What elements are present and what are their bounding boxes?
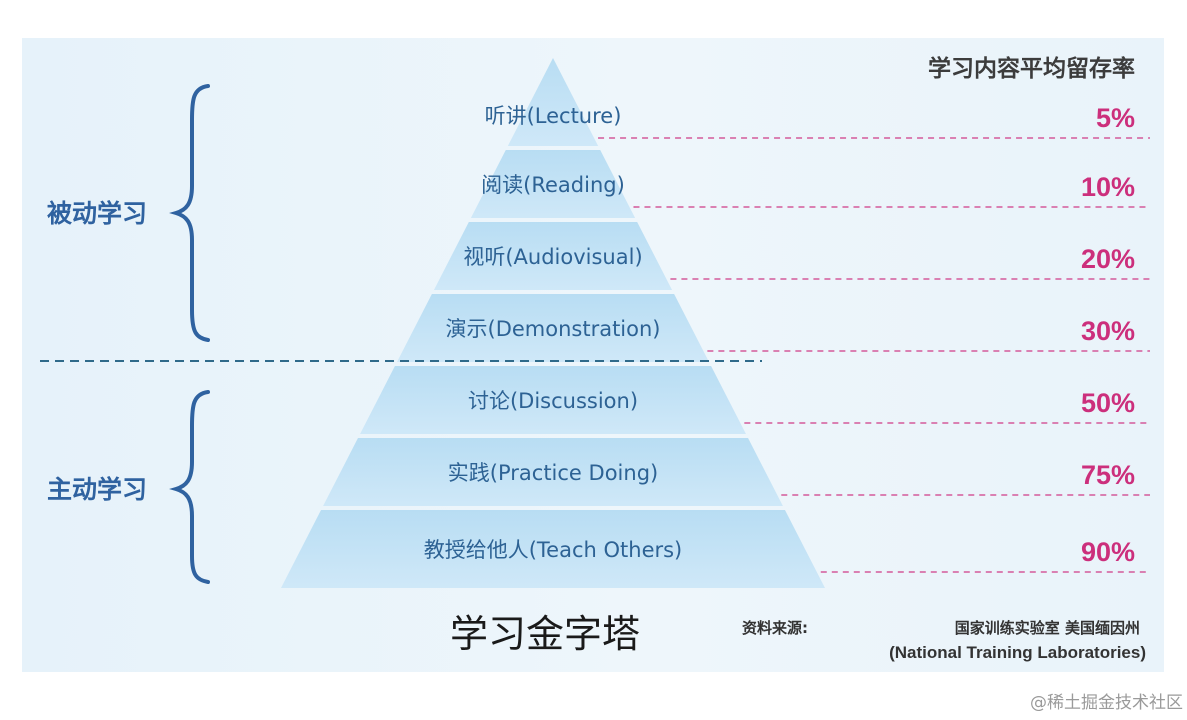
tier-label: 讨论(Discussion) — [468, 389, 638, 413]
retention-leader-lines: 5% 10% 20% 30% 50% 75% 90% — [598, 103, 1150, 573]
retention-rate: 90% — [1081, 537, 1135, 567]
retention-rate: 5% — [1096, 103, 1135, 133]
retention-rate: 75% — [1081, 460, 1135, 490]
retention-rate: 20% — [1081, 244, 1135, 274]
tier-label: 视听(Audiovisual) — [463, 245, 642, 269]
source-org-en: (National Training Laboratories) — [889, 643, 1146, 662]
tier-label: 实践(Practice Doing) — [448, 461, 658, 485]
retention-header: 学习内容平均留存率 — [928, 55, 1135, 82]
pyramid-title: 学习金字塔 — [450, 612, 640, 656]
source-org: 国家训练实验室 美国缅因州 — [955, 619, 1140, 637]
pyramid-tier — [281, 510, 825, 588]
active-brace — [169, 390, 210, 584]
pyramid-tier — [396, 294, 710, 362]
pyramid-tier — [470, 150, 636, 218]
pyramid-tier — [323, 438, 783, 506]
retention-rate: 30% — [1081, 316, 1135, 346]
pyramid-tier — [507, 58, 599, 146]
tier-label: 演示(Demonstration) — [446, 317, 661, 341]
source-prefix: 资料来源: — [742, 619, 808, 637]
tier-label: 阅读(Reading) — [481, 173, 625, 197]
pyramid-tier — [360, 366, 746, 434]
retention-rate: 10% — [1081, 172, 1135, 202]
watermark: @稀土掘金技术社区 — [1030, 693, 1183, 713]
tier-label: 教授给他人(Teach Others) — [424, 538, 683, 562]
retention-rate: 50% — [1081, 388, 1135, 418]
passive-learning-label: 被动学习 — [47, 199, 147, 228]
pyramid-tier — [433, 222, 673, 290]
passive-brace — [169, 84, 210, 342]
pyramid-tiers: 听讲(Lecture) 阅读(Reading) 视听(Audiovisual) 演示(… — [281, 58, 825, 588]
active-learning-label: 主动学习 — [47, 475, 147, 504]
tier-label: 听讲(Lecture) — [485, 104, 622, 128]
